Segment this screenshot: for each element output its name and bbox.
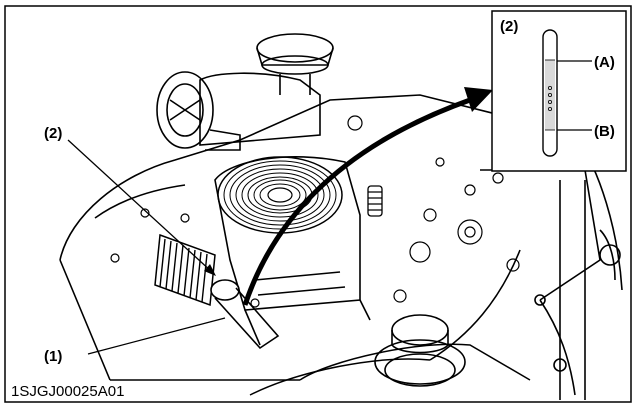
figure-code: 1SJGJ00025A01 bbox=[11, 383, 124, 400]
callout-dipstick: (1) bbox=[44, 348, 62, 365]
bolts bbox=[110, 115, 520, 308]
fan-grill bbox=[217, 156, 343, 234]
oil-filler-cap bbox=[374, 314, 466, 387]
air-cleaner bbox=[156, 33, 334, 151]
inset-level-zone bbox=[545, 60, 555, 130]
inset-callout-lower: (B) bbox=[594, 123, 615, 140]
inset-level-marks bbox=[545, 59, 555, 131]
dipstick-inset bbox=[491, 10, 627, 172]
inset-callout-upper: (A) bbox=[594, 54, 615, 71]
leader-line-cooler bbox=[67, 139, 213, 273]
pointer-arrow bbox=[242, 97, 471, 306]
spring-part bbox=[367, 185, 383, 217]
leader-arrowhead-cooler bbox=[204, 264, 216, 276]
dipstick-handle bbox=[210, 279, 280, 350]
inset-callout-number: (2) bbox=[500, 18, 518, 35]
oil-cooler bbox=[154, 233, 216, 307]
inset-frame bbox=[491, 10, 627, 172]
callout-cooler: (2) bbox=[44, 125, 62, 142]
pointer-arrowhead bbox=[464, 87, 493, 112]
chassis-outline bbox=[59, 94, 623, 400]
engine-body bbox=[214, 156, 371, 346]
frame-rail bbox=[249, 343, 531, 396]
leader-line-dipstick bbox=[87, 317, 226, 355]
